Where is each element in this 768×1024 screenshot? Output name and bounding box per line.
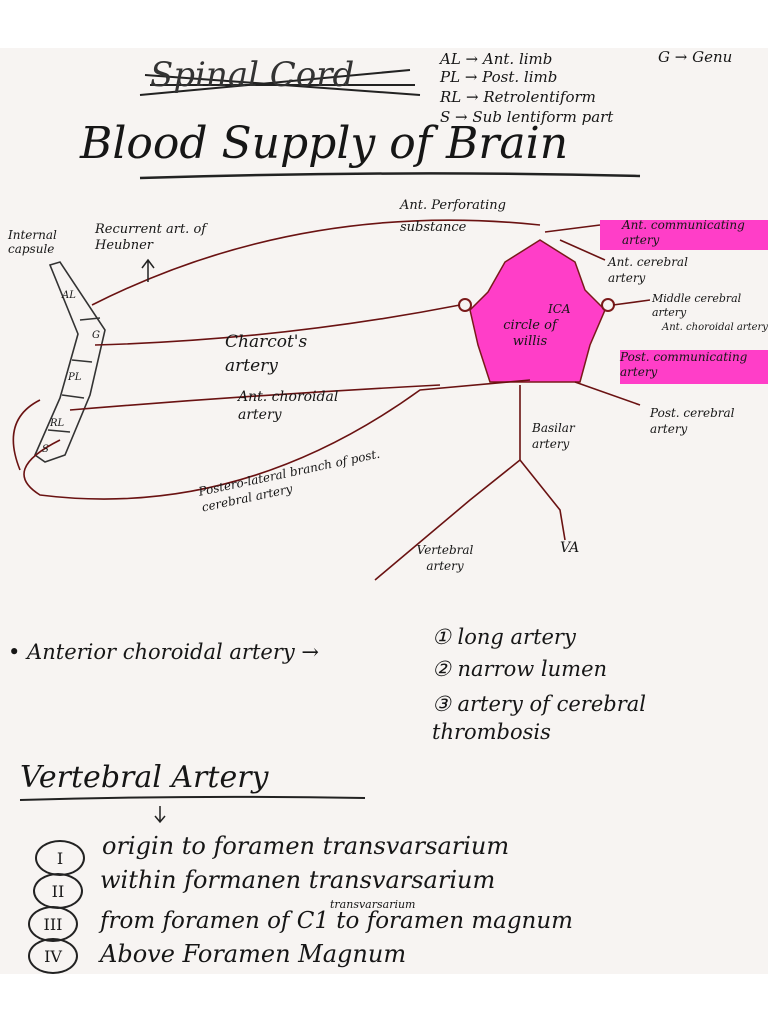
ant-choroidal-line — [69, 384, 441, 411]
abbrev-s: S → Sub lentiform part — [440, 108, 614, 126]
post-cerebral-line — [574, 381, 641, 406]
vertebral-part-2: within formanen transvarsarium — [100, 866, 496, 894]
label-va: VA — [560, 540, 580, 556]
label-post-communicating: Post. communicating artery — [620, 350, 748, 379]
middle-cerebral-line — [612, 299, 651, 306]
circle-of-willis — [469, 239, 606, 383]
choroidal-point-3: ③ artery of cerebral thrombosis — [432, 692, 646, 744]
capsule-loop — [12, 399, 41, 471]
num-iv: IV — [28, 938, 78, 974]
posterolateral-loop — [23, 379, 531, 500]
label-vertebral: Vertebral artery — [416, 543, 474, 573]
capsule-g: G — [92, 330, 100, 341]
crossed-heading: Spinal Cord — [150, 55, 355, 95]
page-title: Blood Supply of Brain — [80, 118, 569, 169]
capsule-pl: PL — [68, 372, 82, 383]
highlight-post-comm — [620, 350, 768, 384]
ant-cerebral-line — [559, 239, 606, 261]
ant-comm-arrow — [544, 224, 601, 233]
internal-capsule — [34, 261, 106, 463]
choroidal-point-2: ② narrow lumen — [432, 657, 608, 681]
label-circle-of-willis: circle of willis — [503, 318, 557, 349]
choroidal-line: • Anterior choroidal artery → — [8, 640, 320, 664]
abbrev-pl: PL → Post. limb — [440, 68, 558, 86]
vertebral-part-4: Above Foramen Magnum — [100, 940, 407, 968]
heubner-arc — [91, 219, 541, 306]
label-middle-cerebral: Middle cerebral artery — [652, 292, 742, 319]
ica-right-dot — [601, 298, 615, 312]
heading-scribble — [139, 69, 421, 96]
vertebral-part-3: from foramen of C1 to foramen magnum — [100, 908, 573, 934]
title-underline — [139, 172, 641, 180]
capsule-s: S — [42, 444, 49, 455]
label-recurrent: Recurrent art. of Heubner — [95, 222, 207, 253]
label-ant-choroidal-right: Ant. choroidal artery — [662, 322, 768, 333]
abbrev-al: AL → Ant. limb — [440, 50, 553, 68]
vertebral-heading: Vertebral Artery — [20, 760, 269, 795]
charcot-line — [94, 304, 461, 346]
ica-left-dot — [458, 298, 472, 312]
abbrev-g: G → Genu — [658, 48, 733, 66]
abbrev-rl: RL → Retrolentiform — [440, 88, 596, 106]
label-ant-cerebral: Ant. cerebral artery — [608, 255, 688, 285]
vertebral-underline — [19, 795, 366, 801]
vertebral-part-1: origin to foramen transvarsarium — [102, 832, 510, 860]
label-ant-communicating: Ant. communicating artery — [622, 218, 745, 247]
notebook-page — [0, 48, 768, 974]
num-iii: III — [28, 906, 78, 942]
top-margin — [0, 0, 768, 48]
capsule-label: Internal capsule — [8, 228, 57, 256]
label-basilar: Basilar artery — [532, 421, 575, 451]
recurrent-arrow — [141, 258, 155, 282]
label-post-cerebral: Post. cerebral artery — [650, 406, 735, 436]
choroidal-point-1: ① long artery — [432, 625, 576, 649]
bottom-margin — [0, 974, 768, 1024]
num-ii: II — [33, 873, 83, 909]
label-ica: ICA — [548, 302, 571, 316]
num-i: I — [35, 840, 85, 876]
label-charcot: Charcot's artery — [225, 332, 308, 376]
label-ant-choroidal-left: Ant. choroidal artery — [238, 389, 339, 423]
capsule-rl: RL — [50, 418, 65, 429]
highlight-ant-comm — [600, 220, 768, 250]
basilar-right — [519, 459, 566, 541]
vertebral-arrow — [154, 806, 166, 824]
label-ant-perforating: Ant. Perforating substance — [400, 198, 506, 235]
basilar-line — [374, 385, 521, 581]
capsule-al: AL — [62, 290, 76, 301]
vertebral-part-3-super: transvarsarium — [330, 898, 416, 911]
